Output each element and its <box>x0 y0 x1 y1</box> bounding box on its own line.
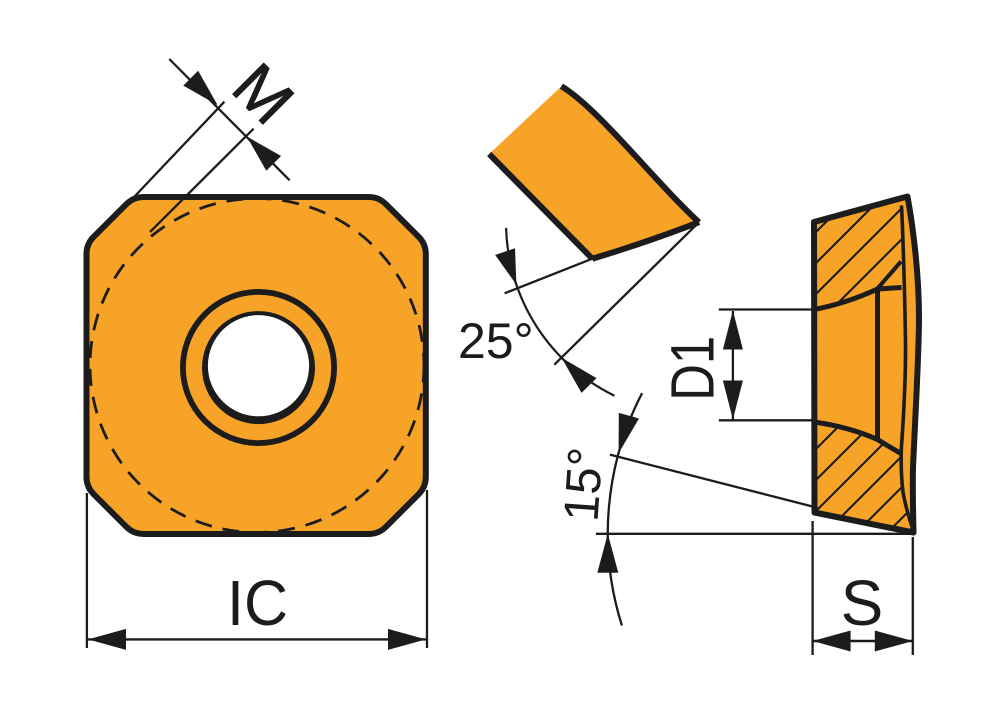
svg-text:IC: IC <box>227 567 288 639</box>
svg-text:S: S <box>841 567 884 639</box>
svg-text:25°: 25° <box>458 313 534 369</box>
svg-text:15°: 15° <box>554 446 613 524</box>
svg-text:D1: D1 <box>659 336 727 401</box>
svg-text:M: M <box>219 49 308 138</box>
